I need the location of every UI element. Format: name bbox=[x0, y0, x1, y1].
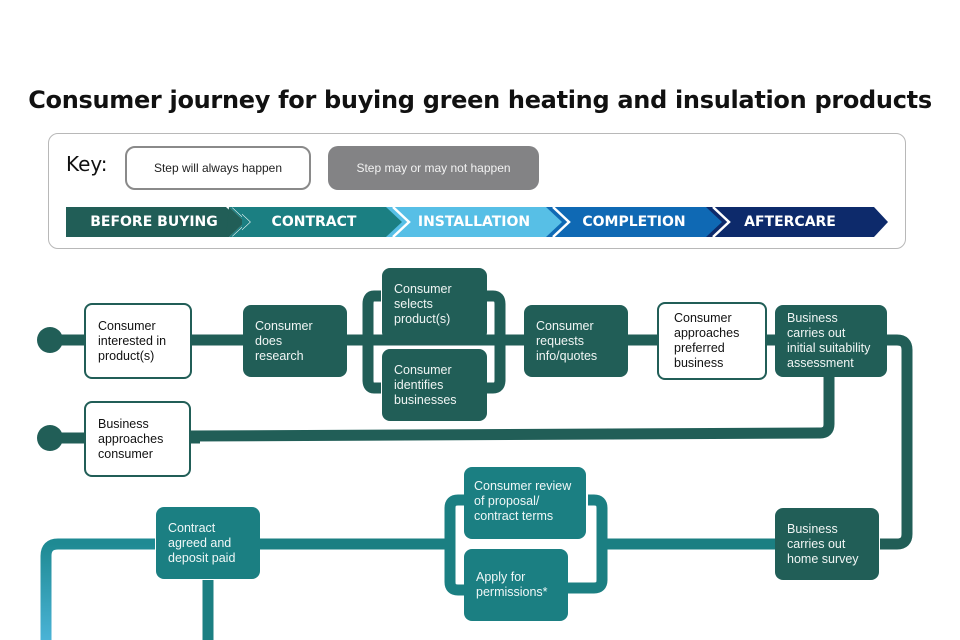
step-label: Consumer selects product(s) bbox=[394, 281, 452, 326]
phase-bar: BEFORE BUYING CONTRACT INSTALLATION COMP… bbox=[66, 207, 888, 237]
step-contract-agreed: Contract agreed and deposit paid bbox=[156, 507, 260, 579]
step-label: Consumer approaches preferred business bbox=[674, 311, 740, 370]
phase-aftercare: AFTERCARE bbox=[706, 207, 874, 237]
phase-label: INSTALLATION bbox=[417, 214, 531, 230]
bracket bbox=[444, 494, 464, 596]
phase-label: COMPLETION bbox=[582, 214, 686, 230]
step-consumer-selects: Consumer selects product(s) bbox=[382, 268, 487, 340]
bracket bbox=[362, 290, 381, 394]
step-label: Consumer review of proposal/ contract te… bbox=[474, 479, 572, 523]
phase-completion: COMPLETION bbox=[546, 207, 722, 237]
connector bbox=[880, 334, 913, 550]
step-consumer-approaches: Consumer approaches preferred business bbox=[657, 302, 767, 380]
phase-label: BEFORE BUYING bbox=[90, 214, 218, 230]
step-label: Consumer does research bbox=[255, 318, 313, 363]
bracket bbox=[486, 290, 506, 394]
diagram-title: Consumer journey for buying green heatin… bbox=[28, 86, 932, 114]
key-maybe-label: Step may or may not happen bbox=[356, 161, 511, 175]
step-business-survey: Business carries out home survey bbox=[775, 508, 879, 580]
step-apply-permissions: Apply for permissions* bbox=[464, 549, 568, 621]
phase-label: CONTRACT bbox=[271, 214, 357, 230]
phase-chevrons bbox=[226, 207, 250, 237]
step-label: Consumer identifies businesses bbox=[394, 362, 457, 407]
step-consumer-research: Consumer does research bbox=[243, 305, 347, 377]
phase-before-buying: BEFORE BUYING bbox=[66, 207, 242, 237]
phase-label: AFTERCARE bbox=[744, 214, 836, 230]
key-always-label: Step will always happen bbox=[153, 161, 283, 175]
key-label: Key: bbox=[66, 152, 108, 176]
phase-installation: INSTALLATION bbox=[386, 207, 562, 237]
key-may-happen: Step may or may not happen bbox=[328, 146, 539, 190]
start-node bbox=[37, 425, 63, 451]
connector bbox=[189, 376, 835, 442]
connector bbox=[40, 538, 155, 640]
step-label: Consumer interested in product(s) bbox=[98, 318, 167, 363]
step-business-approaches: Business approaches consumer bbox=[84, 401, 191, 477]
key-always-happens: Step will always happen bbox=[125, 146, 311, 190]
step-consumer-requests: Consumer requests info/quotes bbox=[524, 305, 628, 377]
step-business-assessment: Business carries out initial suitability… bbox=[775, 305, 887, 377]
phase-contract: CONTRACT bbox=[226, 207, 402, 237]
key-panel bbox=[48, 133, 906, 249]
step-label: Business carries out home survey bbox=[787, 521, 859, 566]
step-label: Apply for permissions* bbox=[476, 570, 548, 599]
step-label: Consumer requests info/quotes bbox=[536, 318, 598, 363]
step-label: Business approaches consumer bbox=[98, 416, 164, 461]
step-consumer-interested: Consumer interested in product(s) bbox=[84, 303, 192, 379]
bracket bbox=[568, 494, 608, 594]
step-consumer-identifies: Consumer identifies businesses bbox=[382, 349, 487, 421]
start-node bbox=[37, 327, 63, 353]
step-label: Business carries out initial suitability… bbox=[787, 311, 871, 370]
step-consumer-review: Consumer review of proposal/ contract te… bbox=[464, 467, 586, 539]
step-label: Contract agreed and deposit paid bbox=[168, 520, 236, 565]
